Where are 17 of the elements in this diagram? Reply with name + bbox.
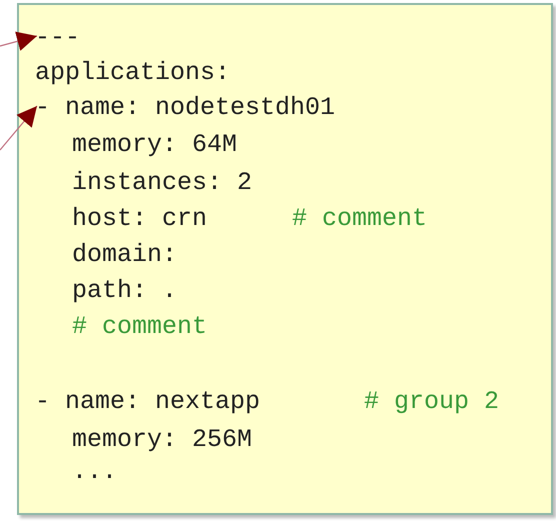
- code-line: - name: nextapp: [35, 387, 260, 417]
- code-panel: [17, 3, 553, 515]
- code-comment: # group 2: [364, 387, 500, 417]
- arrow: [0, 32, 38, 51]
- code-comment: # comment: [72, 312, 208, 342]
- code-line: memory: 64M: [72, 130, 238, 160]
- code-line: applications:: [35, 58, 230, 88]
- code-line: ---: [35, 23, 80, 53]
- code-line: path: .: [72, 276, 178, 306]
- code-comment: # comment: [292, 204, 428, 234]
- code-line: domain:: [72, 240, 178, 270]
- arrow: [0, 106, 38, 150]
- code-line: instances: 2: [72, 168, 252, 198]
- code-line: memory: 256M: [72, 425, 252, 455]
- code-line: host: crn: [72, 204, 208, 234]
- code-line: ...: [72, 457, 118, 487]
- code-line: - name: nodetestdh01: [35, 93, 336, 123]
